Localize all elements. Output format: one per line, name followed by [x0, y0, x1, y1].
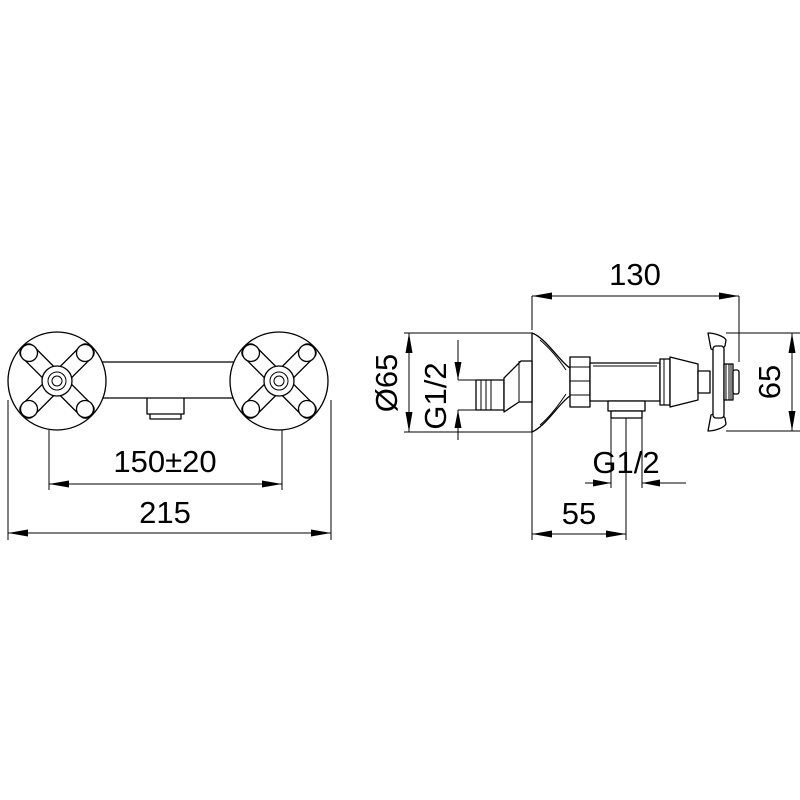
outlet-offset-label: 55: [562, 496, 596, 531]
dimension-handle-height: 65: [752, 333, 796, 431]
outlet-thread-label: G1/2: [592, 445, 659, 480]
dimension-overall-depth: 130: [532, 257, 739, 300]
valve-bonnet: [659, 356, 711, 408]
dimension-rosette-diameter: Ø65: [369, 333, 413, 432]
dimension-inlet-thread: G1/2: [418, 340, 462, 440]
dimension-overall-width: 215: [8, 495, 331, 537]
dimension-outlet-offset: 55: [532, 496, 626, 538]
inlet-thread-label: G1/2: [418, 362, 453, 429]
rosette-diameter-label: Ø65: [369, 354, 404, 413]
dimension-outlet-thread: G1/2: [585, 445, 686, 487]
handle-height-label: 65: [752, 365, 787, 399]
center-distance-label: 150±20: [113, 444, 216, 479]
inlet-nipple: [475, 379, 505, 411]
side-view: 130 65 Ø65 G1/2: [369, 257, 800, 540]
wall-rosette: [531, 332, 571, 433]
inlet-connector: [475, 360, 533, 413]
valve-body: [589, 362, 661, 402]
dimension-center-distance: 150±20: [49, 444, 282, 488]
left-cross-handle: [7, 331, 107, 431]
front-view: 150±20 215: [7, 331, 332, 540]
hex-nut: [569, 356, 591, 408]
right-cross-handle: [229, 331, 329, 431]
mixer-body: [99, 361, 237, 399]
overall-depth-label: 130: [609, 257, 661, 292]
front-outlet: [146, 397, 185, 420]
side-outlet: [607, 400, 646, 419]
side-cross-handle: [707, 332, 740, 432]
overall-width-label: 215: [139, 495, 191, 530]
